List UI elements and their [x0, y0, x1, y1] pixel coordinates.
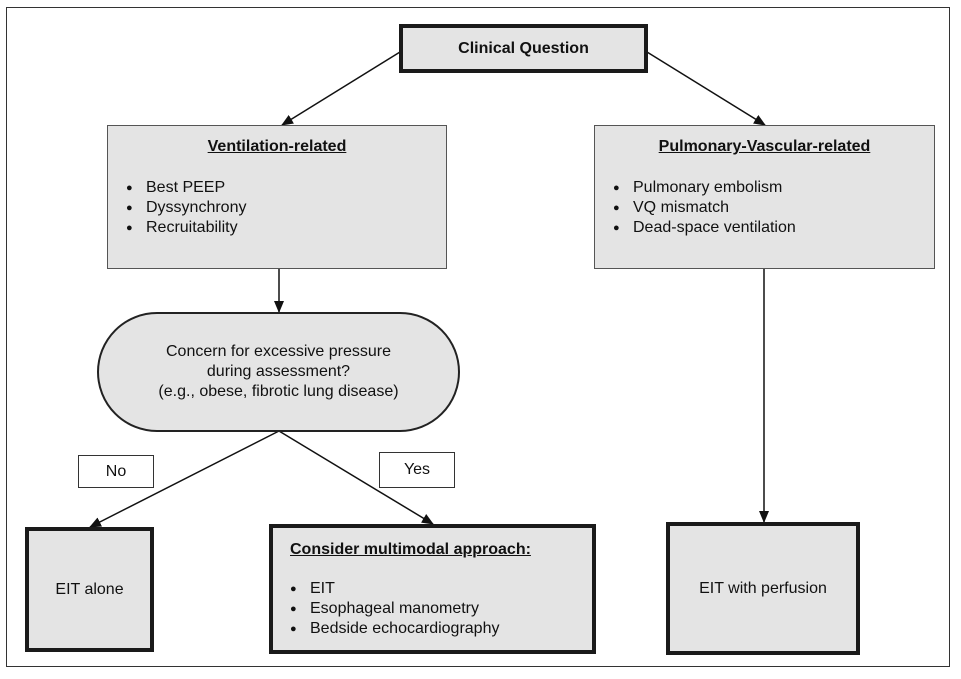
arrow-decision-to-multimodal [278, 430, 434, 525]
list-item: Pulmonary embolism [613, 178, 796, 198]
clinical-question-box: Clinical Question [399, 24, 648, 73]
list-item: Recruitability [126, 218, 246, 238]
multimodal-box: Consider multimodal approach: EIT Esopha… [269, 524, 596, 654]
eit-perfusion-label: EIT with perfusion [699, 579, 827, 597]
multimodal-list: EIT Esophageal manometry Bedside echocar… [290, 579, 499, 639]
decision-oval: Concern for excessive pressure during as… [97, 312, 460, 432]
decision-line-3: (e.g., obese, fibrotic lung disease) [158, 383, 399, 400]
eit-alone-box: EIT alone [25, 527, 154, 652]
decision-line-2: during assessment? [206, 363, 351, 380]
no-label: No [78, 455, 154, 488]
yes-label: Yes [379, 452, 455, 488]
vascular-box: Pulmonary-Vascular-related Pulmonary emb… [594, 125, 935, 269]
decision-line-1: Concern for excessive pressure [166, 343, 391, 360]
arrow-decision-to-eit-alone [89, 430, 280, 528]
list-item: EIT [290, 579, 499, 599]
list-item: Best PEEP [126, 178, 246, 198]
ventilation-list: Best PEEP Dyssynchrony Recruitability [126, 178, 246, 238]
ventilation-box: Ventilation-related Best PEEP Dyssynchro… [107, 125, 447, 269]
list-item: Esophageal manometry [290, 599, 499, 619]
clinical-question-label: Clinical Question [458, 39, 589, 57]
vascular-list: Pulmonary embolism VQ mismatch Dead-spac… [613, 178, 796, 238]
eit-alone-label: EIT alone [55, 580, 124, 598]
arrow-root-to-ventilation [281, 51, 401, 126]
arrow-root-to-vascular [646, 51, 766, 126]
list-item: Bedside echocardiography [290, 619, 499, 639]
ventilation-title: Ventilation-related [207, 138, 347, 155]
eit-perfusion-box: EIT with perfusion [666, 522, 860, 655]
list-item: Dyssynchrony [126, 198, 246, 218]
diagram-frame [6, 7, 950, 667]
vascular-title: Pulmonary-Vascular-related [658, 138, 871, 155]
list-item: VQ mismatch [613, 198, 796, 218]
list-item: Dead-space ventilation [613, 218, 796, 238]
multimodal-title: Consider multimodal approach: [290, 541, 531, 558]
